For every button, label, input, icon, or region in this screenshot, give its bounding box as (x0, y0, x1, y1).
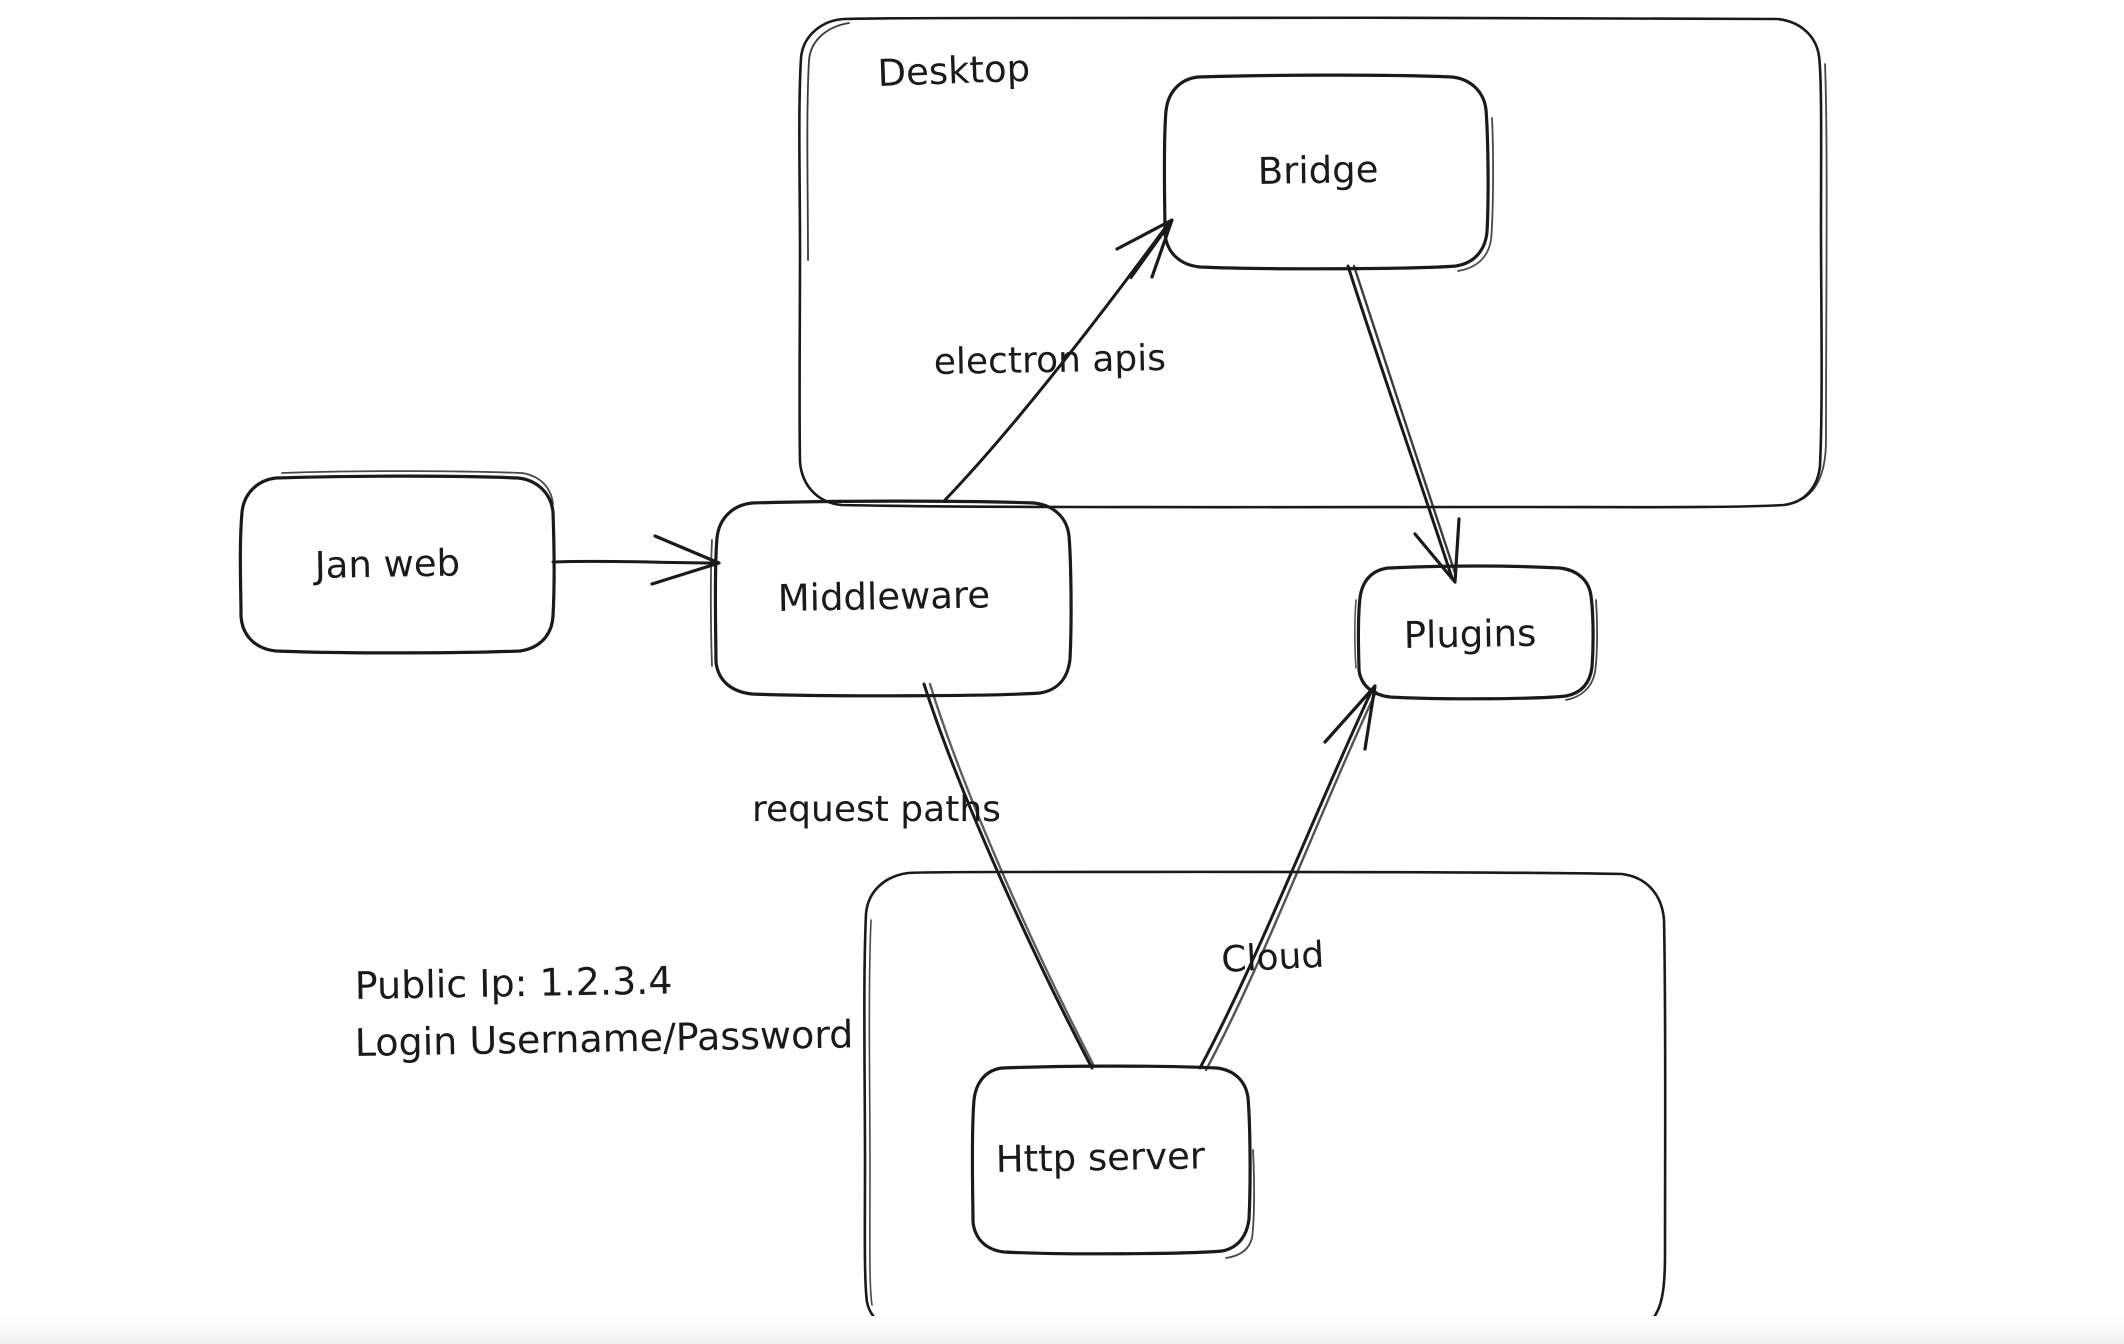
arrow-head (1323, 684, 1377, 751)
edge-line-secondary (1352, 264, 1458, 578)
node-label-jan-web: Jan web (312, 541, 460, 587)
edge-line (922, 682, 1094, 1070)
node-jan-web[interactable]: Jan web (238, 470, 556, 655)
edge-label-cloud: Cloud (1220, 935, 1325, 981)
edge-jan-web-to-middleware (551, 534, 721, 586)
node-label-plugins: Plugins (1403, 612, 1536, 657)
desktop-container-outline-secondary (806, 22, 850, 261)
node-label-bridge: Bridge (1257, 148, 1378, 193)
node-middleware[interactable]: Middleware (709, 499, 1073, 698)
edge-label-request-paths: request paths (752, 789, 1001, 830)
arrow-head (650, 534, 721, 586)
node-outline (238, 474, 556, 655)
node-outline-secondary (1457, 117, 1494, 272)
node-label-middleware: Middleware (777, 573, 990, 620)
edge-label-electron-apis: electron apis (933, 338, 1166, 383)
node-outline (970, 1064, 1252, 1256)
edge-line-secondary (1204, 690, 1378, 1072)
note-public-ip: Public Ip: 1.2.3.4 (354, 958, 672, 1008)
node-outline-secondary (1565, 599, 1598, 701)
edge-line (1198, 688, 1374, 1070)
edge-line (1346, 264, 1454, 580)
node-outline (1162, 73, 1490, 271)
desktop-container-outline (798, 16, 1823, 509)
node-outline-secondary (1225, 1149, 1255, 1259)
cloud-container-outline-secondary (868, 919, 873, 1306)
edge-line-secondary (928, 682, 1096, 1068)
node-bridge[interactable]: Bridge (1162, 73, 1494, 272)
node-outline (1356, 564, 1595, 701)
group-desktop: Desktop (798, 16, 1828, 509)
node-outline-secondary-left (1354, 599, 1357, 669)
arrow-head (1413, 517, 1461, 584)
edge-bridge-to-plugins (1346, 264, 1461, 584)
edge-middleware-to-bridge: electron apis (933, 218, 1174, 502)
edge-line (551, 559, 717, 565)
node-label-http-server: Http server (995, 1134, 1206, 1181)
note-login: Login Username/Password (354, 1012, 853, 1065)
node-plugins[interactable]: Plugins (1354, 564, 1598, 701)
node-outline (713, 499, 1073, 698)
bottom-edge-band (0, 1316, 2124, 1344)
node-outline-secondary (281, 470, 554, 505)
edge-line (943, 222, 1170, 502)
edge-http-server-to-plugins: Cloud (1198, 684, 1378, 1072)
node-http-server[interactable]: Http server (970, 1064, 1255, 1259)
notes-block: Public Ip: 1.2.3.4 Login Username/Passwo… (354, 958, 853, 1065)
desktop-container-outline-secondary-right (1795, 63, 1828, 503)
edge-middleware-to-http-server: request paths (752, 682, 1096, 1070)
node-outline-secondary (709, 539, 713, 667)
group-label-desktop: Desktop (877, 47, 1031, 95)
